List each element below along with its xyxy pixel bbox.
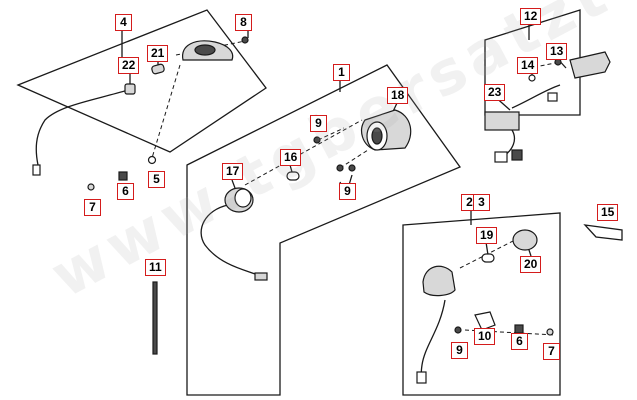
label-9a: 9 bbox=[310, 115, 327, 132]
label-15: 15 bbox=[597, 204, 619, 221]
part-connector-12c bbox=[511, 149, 523, 161]
part-lamp-housing-18-inner bbox=[371, 127, 383, 145]
frame-group-2-3 bbox=[402, 212, 561, 396]
label-12: 12 bbox=[520, 8, 542, 25]
part-bracket-10 bbox=[474, 311, 496, 331]
label-11: 11 bbox=[145, 259, 166, 276]
cable-group-1 bbox=[200, 204, 259, 276]
part-lens-20 bbox=[512, 229, 538, 251]
part-lens-17-face bbox=[234, 188, 252, 208]
label-9c: 9 bbox=[451, 342, 468, 359]
label-1: 1 bbox=[333, 64, 350, 81]
part-nut-6b bbox=[514, 324, 524, 334]
frame-group-4 bbox=[16, 9, 267, 153]
part-bolt-11 bbox=[152, 281, 158, 355]
label-14: 14 bbox=[517, 57, 539, 74]
bracket-15 bbox=[583, 224, 623, 241]
part-nut-7a bbox=[87, 183, 95, 191]
part-connector-2-3 bbox=[416, 371, 427, 384]
label-21: 21 bbox=[147, 45, 169, 62]
part-connector-12b bbox=[494, 151, 508, 163]
part-bulb-21 bbox=[151, 63, 165, 75]
label-20: 20 bbox=[520, 256, 542, 273]
label-17: 17 bbox=[222, 163, 244, 180]
label-16: 16 bbox=[280, 149, 302, 166]
label-8: 8 bbox=[235, 14, 252, 31]
label-23: 23 bbox=[484, 84, 506, 101]
label-6b: 6 bbox=[511, 333, 528, 350]
label-18: 18 bbox=[387, 87, 409, 104]
label-9b: 9 bbox=[339, 183, 356, 200]
part-tail-light-housing bbox=[569, 51, 611, 79]
label-3: 3 bbox=[473, 194, 490, 211]
part-screw-9a bbox=[313, 136, 321, 144]
cable-group-2-3 bbox=[420, 299, 446, 379]
part-screw-9b-1 bbox=[336, 164, 344, 172]
label-6a: 6 bbox=[117, 183, 134, 200]
label-13: 13 bbox=[546, 43, 568, 60]
part-connector-1 bbox=[254, 272, 268, 281]
part-connector-12a bbox=[547, 92, 558, 102]
label-7b: 7 bbox=[543, 343, 560, 360]
part-washer-5 bbox=[147, 155, 157, 165]
part-socket-22 bbox=[124, 83, 136, 95]
part-bulb-16 bbox=[286, 171, 300, 181]
cable-group-12 bbox=[511, 84, 561, 109]
part-connector-4 bbox=[32, 164, 41, 176]
part-screw-9c bbox=[454, 326, 462, 334]
label-10: 10 bbox=[474, 328, 496, 345]
label-22: 22 bbox=[118, 57, 140, 74]
cable-group-4 bbox=[35, 89, 129, 166]
part-lamp-housing-2-3 bbox=[422, 265, 456, 297]
label-4: 4 bbox=[115, 14, 132, 31]
label-7a: 7 bbox=[84, 199, 101, 216]
part-washer-14 bbox=[528, 74, 536, 82]
part-license-lamp-lens bbox=[194, 44, 216, 56]
part-screw-8 bbox=[241, 36, 249, 44]
part-module-23 bbox=[484, 111, 520, 131]
part-screw-9b-2 bbox=[348, 164, 356, 172]
label-5: 5 bbox=[148, 171, 165, 188]
part-nut-7b bbox=[546, 328, 554, 336]
part-nut-6a bbox=[118, 171, 128, 181]
part-bulb-19 bbox=[481, 253, 495, 263]
label-19: 19 bbox=[476, 227, 498, 244]
frame-group-1 bbox=[186, 64, 462, 396]
